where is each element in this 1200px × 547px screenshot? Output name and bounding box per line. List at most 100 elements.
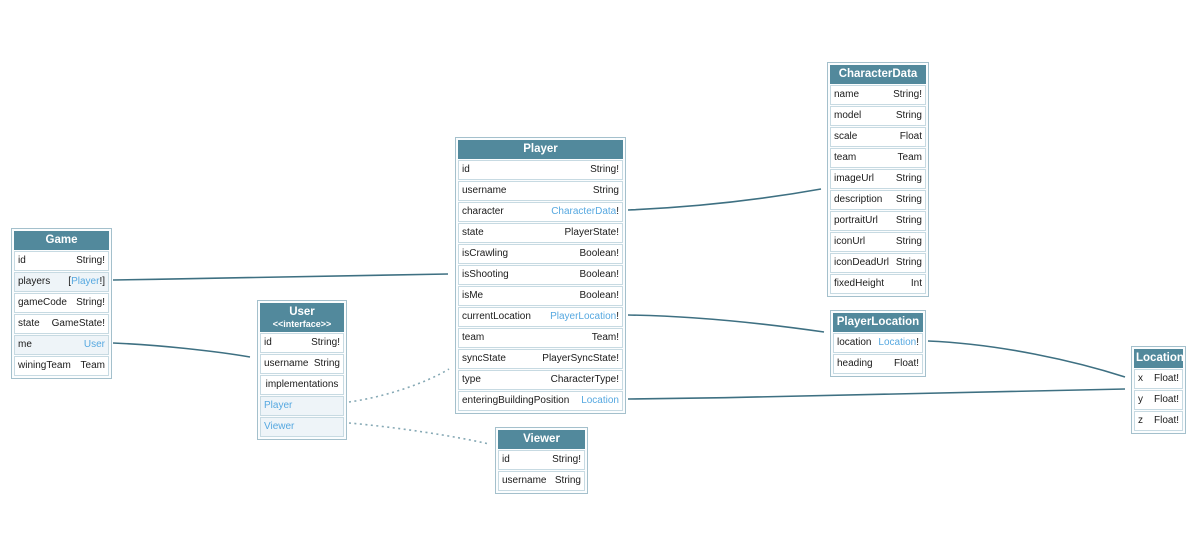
field-type: String! — [893, 89, 922, 100]
type-link-User[interactable]: User — [83, 339, 105, 350]
field-type: String — [895, 236, 922, 247]
node-title: CharacterData — [838, 68, 918, 80]
field-row-player-isMe[interactable]: isMe Boolean! — [458, 286, 623, 306]
field-row-playerLocation-location[interactable]: location Location! — [833, 333, 923, 353]
field-row-player-currentLocation[interactable]: currentLocation PlayerLocation! — [458, 307, 623, 327]
node-header[interactable]: Player — [458, 140, 623, 159]
field-row-user-id[interactable]: id String! — [260, 333, 344, 353]
field-row-game-state[interactable]: state GameState! — [14, 314, 109, 334]
field-row-user-Player[interactable]: Player — [260, 396, 344, 416]
field-type: Float! — [893, 358, 919, 369]
field-rows: id String! username String character Cha… — [458, 160, 623, 411]
field-name: y — [1138, 394, 1143, 405]
field-type: Boolean! — [579, 248, 619, 259]
node-header[interactable]: PlayerLocation — [833, 313, 923, 332]
field-type: String — [895, 194, 922, 205]
field-row-player-character[interactable]: character CharacterData! — [458, 202, 623, 222]
field-row-user-Viewer[interactable]: Viewer — [260, 417, 344, 437]
field-name: state — [18, 318, 40, 329]
edge-user-implementation-viewer[interactable] — [348, 422, 490, 445]
field-row-player-team[interactable]: team Team! — [458, 328, 623, 348]
node-header[interactable]: User <<interface>> — [260, 303, 344, 332]
field-rows: id String! username String — [498, 450, 585, 491]
field-type: String! — [552, 454, 581, 465]
field-row-location-z[interactable]: z Float! — [1134, 411, 1183, 431]
field-row-location-y[interactable]: y Float! — [1134, 390, 1183, 410]
field-row-game-players[interactable]: players [Player!] — [14, 272, 109, 292]
field-row-characterData-scale[interactable]: scale Float — [830, 127, 926, 147]
edge-game-me-to-user[interactable] — [112, 342, 251, 358]
node-title: User — [289, 306, 315, 318]
node-header[interactable]: Game — [14, 231, 109, 250]
edge-user-implementation-player[interactable] — [348, 368, 450, 403]
field-name: winingTeam — [18, 360, 71, 371]
field-row-characterData-model[interactable]: model String — [830, 106, 926, 126]
field-row-game-id[interactable]: id String! — [14, 251, 109, 271]
edge-game-players-to-player[interactable] — [112, 273, 449, 281]
node-header[interactable]: Viewer — [498, 430, 585, 449]
field-name: imageUrl — [834, 173, 875, 184]
field-row-playerLocation-heading[interactable]: heading Float! — [833, 354, 923, 374]
field-row-game-me[interactable]: me User — [14, 335, 109, 355]
field-type: Boolean! — [579, 269, 619, 280]
field-type: String — [895, 110, 922, 121]
field-name: description — [834, 194, 883, 205]
field-row-player-username[interactable]: username String — [458, 181, 623, 201]
field-type: Location! — [878, 337, 919, 348]
field-row-player-isCrawling[interactable]: isCrawling Boolean! — [458, 244, 623, 264]
field-name: x — [1138, 373, 1143, 384]
field-row-characterData-name[interactable]: name String! — [830, 85, 926, 105]
field-row-user-username[interactable]: username String — [260, 354, 344, 374]
field-row-location-x[interactable]: x Float! — [1134, 369, 1183, 389]
edge-player-enteringbuildingposition-to-location[interactable] — [627, 388, 1126, 400]
field-row-game-winingTeam[interactable]: winingTeam Team — [14, 356, 109, 376]
field-name: iconDeadUrl — [834, 257, 890, 268]
field-name: name — [834, 89, 860, 100]
field-row-characterData-description[interactable]: description String — [830, 190, 926, 210]
field-name: username — [502, 475, 547, 486]
node-header[interactable]: Location — [1134, 349, 1184, 368]
field-row-characterData-portraitUrl[interactable]: portraitUrl String — [830, 211, 926, 231]
field-row-player-state[interactable]: state PlayerState! — [458, 223, 623, 243]
field-name: syncState — [462, 353, 506, 364]
edge-player-character-to-characterdata[interactable] — [627, 188, 822, 211]
field-row-player-isShooting[interactable]: isShooting Boolean! — [458, 265, 623, 285]
field-row-player-enteringBuildingPosition[interactable]: enteringBuildingPosition Location — [458, 391, 623, 411]
field-type: Int — [910, 278, 922, 289]
field-type: String — [895, 257, 922, 268]
field-name: team — [462, 332, 485, 343]
field-row-characterData-iconUrl[interactable]: iconUrl String — [830, 232, 926, 252]
field-type: CharacterData! — [551, 206, 619, 217]
edge-player-currentlocation-to-playerlocation[interactable] — [627, 314, 825, 333]
field-row-characterData-imageUrl[interactable]: imageUrl String — [830, 169, 926, 189]
node-viewer: Viewer id String! username String — [495, 427, 588, 494]
field-type: PlayerLocation! — [550, 311, 619, 322]
field-row-user-implementations[interactable]: implementations — [260, 375, 344, 395]
edge-playerlocation-location-to-location[interactable] — [927, 340, 1126, 378]
field-row-game-gameCode[interactable]: gameCode String! — [14, 293, 109, 313]
field-name: enteringBuildingPosition — [462, 395, 570, 406]
field-name: isMe — [462, 290, 484, 301]
field-row-viewer-username[interactable]: username String — [498, 471, 585, 491]
field-row-player-id[interactable]: id String! — [458, 160, 623, 180]
field-row-viewer-id[interactable]: id String! — [498, 450, 585, 470]
field-name: isShooting — [462, 269, 509, 280]
field-name: username — [264, 358, 309, 369]
field-row-player-type[interactable]: type CharacterType! — [458, 370, 623, 390]
type-link-Location[interactable]: Location — [878, 337, 917, 348]
field-type: Team — [897, 152, 922, 163]
field-rows: id String! players [Player!] gameCode St… — [14, 251, 109, 376]
implementation-link-Viewer: Viewer — [264, 421, 295, 432]
type-link-Player[interactable]: Player — [71, 276, 100, 287]
node-title: Player — [523, 143, 558, 155]
field-row-characterData-fixedHeight[interactable]: fixedHeight Int — [830, 274, 926, 294]
type-link-CharacterData[interactable]: CharacterData — [551, 206, 617, 217]
node-header[interactable]: CharacterData — [830, 65, 926, 84]
type-link-PlayerLocation[interactable]: PlayerLocation — [550, 311, 617, 322]
field-row-player-syncState[interactable]: syncState PlayerSyncState! — [458, 349, 623, 369]
field-row-characterData-iconDeadUrl[interactable]: iconDeadUrl String — [830, 253, 926, 273]
field-type: PlayerSyncState! — [542, 353, 619, 364]
type-link-Location[interactable]: Location — [581, 395, 619, 406]
field-row-characterData-team[interactable]: team Team — [830, 148, 926, 168]
